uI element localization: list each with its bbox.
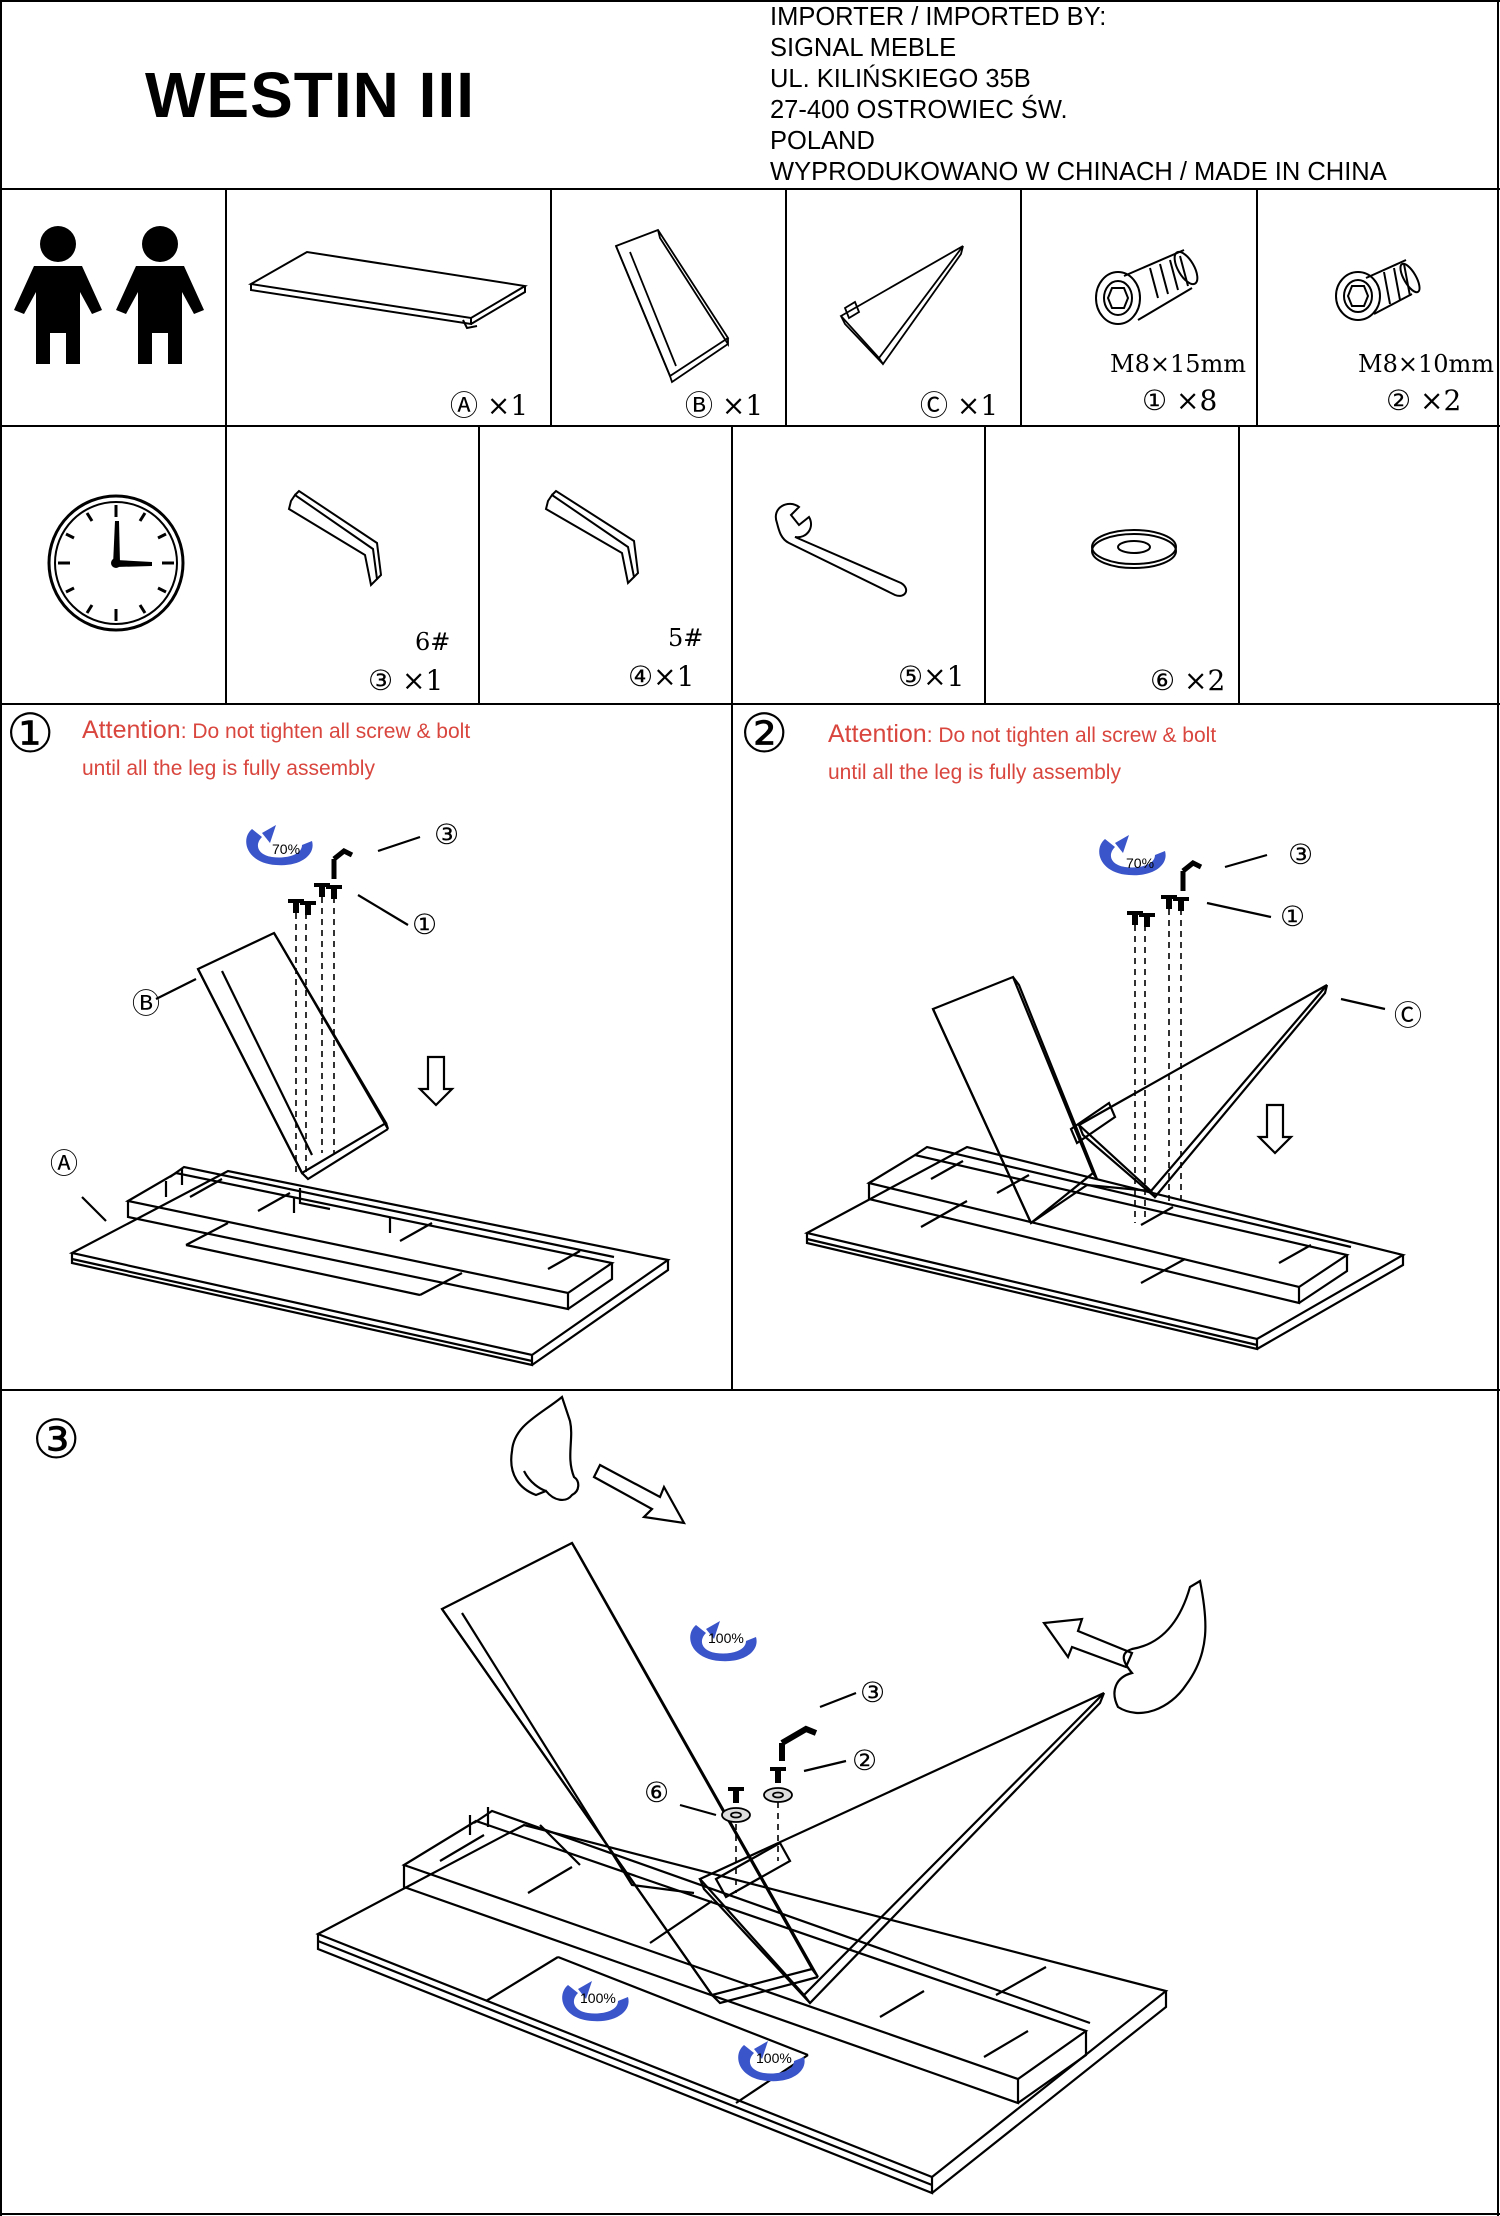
step-3-torque: 100%: [756, 2050, 792, 2066]
step-2-callout-bolt: ①: [1280, 900, 1306, 933]
divider-v: [225, 425, 227, 703]
step-1-callout-top: Ⓐ: [50, 1147, 79, 1180]
border-left: [0, 0, 2, 2216]
step-2-illustration: [803, 835, 1406, 1351]
divider-v: [225, 188, 227, 425]
clock-icon: [47, 494, 185, 632]
importer-block: IMPORTER / IMPORTED BY: SIGNAL MEBLE UL.…: [770, 2, 1387, 188]
step-3-torque: 100%: [708, 1630, 744, 1646]
leg-b-icon: [614, 228, 730, 384]
divider-v: [478, 425, 480, 703]
divider-v: [550, 188, 552, 425]
part-c-qty: Ⓒ ×1: [920, 389, 999, 422]
divider-parts: [0, 425, 1500, 427]
border-right: [1497, 0, 1499, 2216]
divider-v: [731, 703, 733, 1389]
step-1-attention: Attention: Do not tighten all screw & bo…: [82, 712, 470, 787]
step-2-callout-leg: Ⓒ: [1394, 999, 1423, 1032]
divider-v: [1238, 425, 1240, 703]
bolt-15mm-icon: [1095, 249, 1199, 325]
divider-steps: [0, 1389, 1500, 1391]
importer-line: IMPORTER / IMPORTED BY:: [770, 3, 1107, 31]
step-1-callout-leg: Ⓑ: [132, 987, 161, 1020]
step-3-callout-bolt: ②: [852, 1744, 878, 1777]
attention-line2: until all the leg is fully assembly: [82, 757, 375, 780]
divider-v: [984, 425, 986, 703]
washer-icon: [1091, 529, 1177, 569]
attention-text: : Do not tighten all screw & bolt: [926, 724, 1217, 747]
divider-v: [731, 425, 733, 703]
bolt-10mm-icon: [1335, 259, 1421, 321]
importer-line: SIGNAL MEBLE: [770, 34, 957, 62]
step-2-attention: Attention: Do not tighten all screw & bo…: [828, 716, 1216, 791]
bolt-10mm-spec: M8×10mm: [1358, 350, 1495, 378]
border-bottom: [0, 2213, 1500, 2215]
divider-v: [785, 188, 787, 425]
divider-v: [1256, 188, 1258, 425]
step-2-callout-tool: ③: [1288, 838, 1314, 871]
step-1-illustration: [68, 825, 671, 1367]
step-3-callout-tool: ③: [860, 1676, 886, 1709]
tool-3-qty: ③ ×1: [368, 664, 444, 697]
tool-4-size: 5#: [668, 624, 704, 652]
product-title: WESTIN III: [145, 59, 475, 131]
step-3-callout-washer: ⑥: [644, 1776, 670, 1809]
bolt-10mm-qty: ② ×2: [1386, 384, 1462, 417]
bolt-15mm-spec: M8×15mm: [1110, 350, 1247, 378]
step-2-torque: 70%: [1126, 855, 1155, 871]
tool-6-qty: ⑥ ×2: [1150, 664, 1226, 697]
tool-3-size: 6#: [415, 628, 451, 656]
step-1-number: ①: [6, 702, 55, 765]
part-a-qty: Ⓐ ×1: [450, 389, 529, 422]
importer-line: UL. KILIŃSKIEGO 35B: [770, 65, 1031, 93]
divider-v: [1020, 188, 1022, 425]
bolt-15mm-qty: ① ×8: [1142, 384, 1218, 417]
divider-tools: [0, 703, 1500, 705]
tool-4-qty: ④×1: [628, 660, 695, 693]
attention-text: : Do not tighten all screw & bolt: [180, 720, 471, 743]
tool-5-qty: ⑤×1: [898, 660, 965, 693]
step-2-number: ②: [740, 702, 789, 765]
step-1-torque: 70%: [272, 841, 301, 857]
table-top-icon: [248, 250, 528, 330]
step-1-callout-tool: ③: [434, 818, 460, 851]
step-3-torque: 100%: [580, 1990, 616, 2006]
attention-word: Attention: [828, 720, 927, 748]
attention-line2: until all the leg is fully assembly: [828, 761, 1121, 784]
allen-key-5-icon: [544, 489, 640, 586]
border-top: [0, 0, 1500, 2]
step-3-number: ③: [32, 1408, 81, 1471]
wrench-icon: [774, 502, 908, 597]
part-b-qty: Ⓑ ×1: [685, 389, 764, 422]
attention-word: Attention: [82, 716, 181, 744]
importer-line: WYPRODUKOWANO W CHINACH / MADE IN CHINA: [770, 158, 1387, 186]
allen-key-6-icon: [287, 489, 383, 588]
two-persons-icon: [14, 226, 204, 364]
step-3-illustration: [315, 1395, 1207, 2195]
step-1-callout-bolt: ①: [412, 908, 438, 941]
importer-line: POLAND: [770, 127, 875, 155]
importer-line: 27-400 OSTROWIEC ŚW.: [770, 96, 1068, 124]
leg-c-icon: [839, 245, 964, 366]
divider-header: [0, 188, 1500, 190]
